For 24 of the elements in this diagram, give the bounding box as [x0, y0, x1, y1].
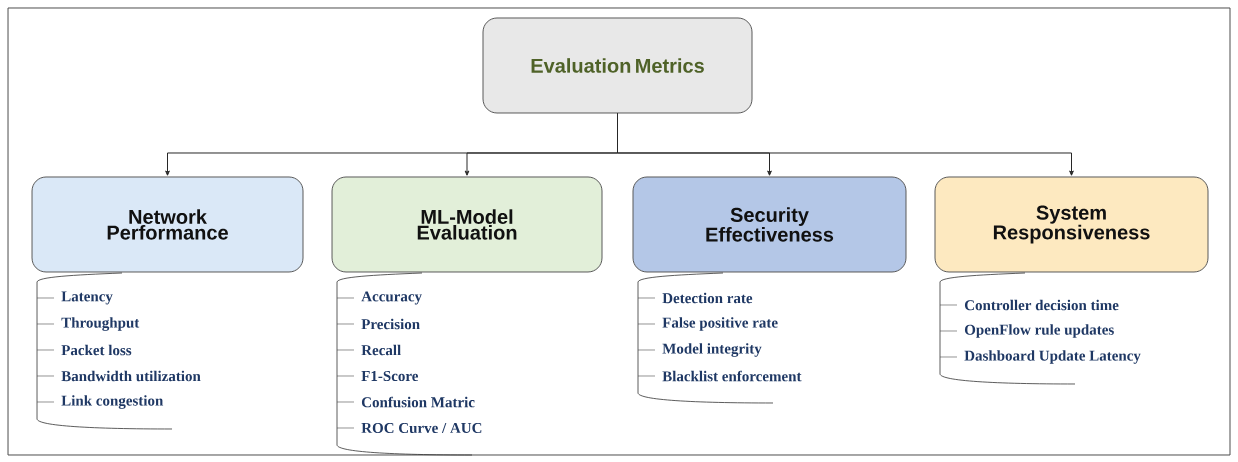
list-item: Blacklist enforcement [662, 370, 802, 382]
list-item: Precision [361, 318, 420, 330]
list-item: Throughput [61, 317, 140, 331]
category-box: ML-Model Evaluation [331, 176, 603, 273]
list-item: Confusion Matric [361, 396, 475, 408]
category-box: Network Performance [31, 176, 304, 273]
list-item: Dashboard Update Latency [964, 350, 1141, 364]
list-item: Detection rate [662, 292, 753, 304]
list-item: Model integrity [662, 343, 762, 357]
list-item: Packet loss [61, 344, 132, 356]
list-item: Accuracy [361, 291, 422, 305]
list-item: F1-Score [361, 370, 419, 381]
title-box: Evaluation Metrics [482, 17, 753, 114]
list-item: Bandwidth utilization [61, 370, 201, 382]
list-item: Link congestion [61, 395, 164, 409]
list-item: False positive rate [662, 317, 778, 331]
list-item: OpenFlow rule updates [964, 324, 1114, 338]
list-item: Latency [61, 291, 113, 305]
list-item: ROC Curve / AUC [361, 422, 482, 434]
category-box: System Responsiveness [934, 176, 1209, 273]
list-item: Controller decision time [964, 299, 1119, 311]
category-box: Security Effectiveness [632, 176, 907, 273]
arrow [617, 113, 1074, 176]
list-item: Recall [361, 344, 401, 356]
